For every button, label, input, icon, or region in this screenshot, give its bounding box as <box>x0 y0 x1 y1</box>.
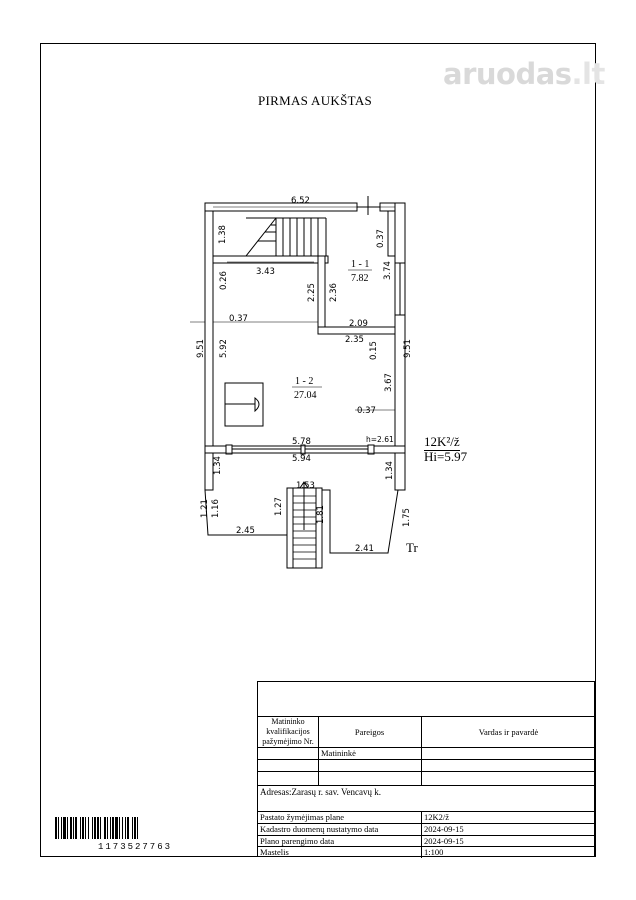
dim-037b: 0.37 <box>229 314 248 324</box>
floor-title: PIRMAS AUKŠTAS <box>258 93 373 108</box>
dim-top-width: 6.52 <box>291 196 310 206</box>
dim-037c: 0.37 <box>357 406 376 416</box>
row-value-plan-date: 2024-09-15 <box>424 836 464 846</box>
room-1-2-area: 27.04 <box>294 390 317 401</box>
dim-037a: 0.37 <box>376 229 386 248</box>
qualification-number-header: Matininko kvalifikacijos pažymėjimo Nr. <box>262 717 314 746</box>
row-label-cadastre-date: Kadastro duomenų nustatymo data <box>260 824 379 834</box>
dim-153: 1.53 <box>296 481 315 491</box>
dim-134b: 1.34 <box>385 461 395 480</box>
dim-374: 3.74 <box>383 261 393 280</box>
dim-209: 2.09 <box>349 319 368 329</box>
dim-236: 2.36 <box>329 283 339 302</box>
barcode-bar <box>134 817 136 839</box>
dim-367: 3.67 <box>384 373 394 392</box>
barcode-bar <box>94 817 96 839</box>
dim-181: 1.81 <box>316 505 326 524</box>
wall-lower-left <box>204 452 214 491</box>
barcode-bar <box>73 817 74 839</box>
barcode-bar <box>125 817 126 839</box>
dim-235: 2.35 <box>345 335 364 345</box>
dim-127: 1.27 <box>274 497 284 516</box>
barcode-bar <box>127 817 129 839</box>
barcode-number: 1173527763 <box>98 842 173 852</box>
barcode-bar <box>70 817 72 839</box>
barcode-bar <box>80 817 81 839</box>
barcode-bar <box>132 817 133 839</box>
row-value-scale: 1:100 <box>424 847 444 857</box>
dim-left-height: 9.51 <box>196 339 206 358</box>
position-header: Pareigos <box>354 727 385 737</box>
dim-015: 0.15 <box>369 341 379 360</box>
row-value-building: 12K2/ž <box>424 812 450 822</box>
dim-134a: 1.34 <box>213 456 223 475</box>
dim-578: 5.78 <box>292 437 311 447</box>
dim-stair-height: 1.38 <box>218 225 228 244</box>
wall-right-upper <box>394 202 406 264</box>
row-label-plan-date: Plano parengimo data <box>260 836 335 846</box>
dim-225: 2.25 <box>307 283 317 302</box>
barcode-bar <box>88 817 89 839</box>
building-code: 12K²/ž <box>424 434 460 451</box>
height-label: Hi=5.97 <box>424 449 468 464</box>
barcode-bar <box>119 817 120 839</box>
barcode-bar <box>115 817 118 839</box>
row-label-building: Pastato žymėjimas plane <box>260 812 345 822</box>
barcode-bar <box>82 817 84 839</box>
barcode-bar <box>67 817 68 839</box>
barcode-bar <box>100 817 101 839</box>
dim-245: 2.45 <box>236 526 255 536</box>
barcode-bar <box>92 817 93 839</box>
barcode-bar <box>55 817 57 839</box>
address-line: Adresas:Zarasų r. sav. Vencavų k. <box>260 787 381 797</box>
room-1-1-area: 7.82 <box>351 273 369 284</box>
dim-right-height: 9.51 <box>403 339 413 358</box>
dim-116: 1.16 <box>211 499 221 518</box>
barcode-bar <box>138 817 140 839</box>
barcode-bar <box>85 817 86 839</box>
name-header: Vardas ir pavardė <box>478 727 539 737</box>
dim-026: 0.26 <box>219 271 229 290</box>
dim-121: 1.21 <box>200 499 210 518</box>
barcode-bar <box>104 817 106 839</box>
wall-room2-partition <box>387 210 396 257</box>
dim-175: 1.75 <box>402 508 412 527</box>
barcode-bar <box>112 817 114 839</box>
dim-592: 5.92 <box>219 339 229 358</box>
barcode-bar <box>107 817 108 839</box>
barcode <box>55 817 205 839</box>
dim-343: 3.43 <box>256 267 275 277</box>
barcode-bar <box>137 817 138 839</box>
aruodas-watermark-logo: aruodas.lt <box>443 57 605 91</box>
barcode-bar <box>58 817 59 839</box>
dim-594: 5.94 <box>292 454 311 464</box>
dim-241: 2.41 <box>355 544 374 554</box>
building-code-label: 12K²/ž Hi=5.97 <box>424 434 467 464</box>
barcode-bar <box>63 817 66 839</box>
wall-lower-right <box>394 452 406 491</box>
barcode-bar <box>97 817 99 839</box>
barcode-bar <box>110 817 111 839</box>
room-1-1-id: 1 - 1 <box>351 259 369 270</box>
row-value-cadastre-date: 2024-09-15 <box>424 824 464 834</box>
row-label-scale: Mastelis <box>260 847 289 857</box>
dim-h-label: h=2.61 <box>366 435 394 444</box>
title-block: Matininko kvalifikacijos pažymėjimo Nr. … <box>257 681 595 858</box>
barcode-bar <box>61 817 62 839</box>
role-value: Matininkė <box>321 748 356 758</box>
wall-stair-partition <box>212 255 329 264</box>
barcode-bar <box>122 817 123 839</box>
barcode-bar <box>75 817 77 839</box>
wall-inner-vertical <box>317 255 326 335</box>
room-1-2-id: 1 - 2 <box>295 376 313 387</box>
terrace-label: Tr <box>406 540 418 555</box>
